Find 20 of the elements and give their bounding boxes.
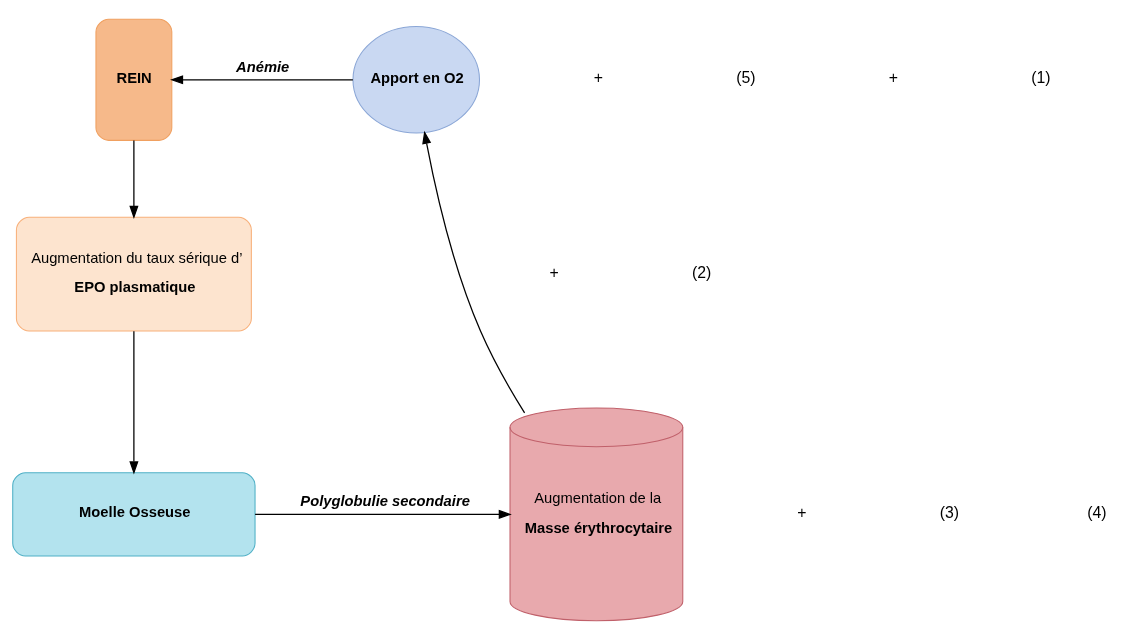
label: (1) [1031, 68, 1051, 86]
label: + [549, 263, 559, 281]
node-box: Augmentation du taux sérique d’ EPO plasmatique [15, 216, 252, 332]
arrow [254, 509, 512, 519]
edge-label: Polyglobulie secondaire [300, 492, 470, 509]
node-box: REIN [95, 18, 173, 141]
label: + [593, 68, 604, 86]
label: (4) [1087, 503, 1107, 521]
label: + [888, 68, 899, 86]
label: + [797, 503, 807, 521]
arrow [129, 139, 139, 219]
edge-label: Anémie [236, 58, 290, 75]
label: (3) [939, 503, 959, 521]
arrow [170, 74, 354, 84]
label: (5) [736, 68, 756, 86]
arrow [129, 330, 139, 474]
node-ellipse: Apport en O2 [352, 25, 481, 134]
arrow [422, 130, 526, 413]
node-box: Moelle Osseuse [12, 471, 256, 556]
label: (2) [692, 263, 712, 281]
